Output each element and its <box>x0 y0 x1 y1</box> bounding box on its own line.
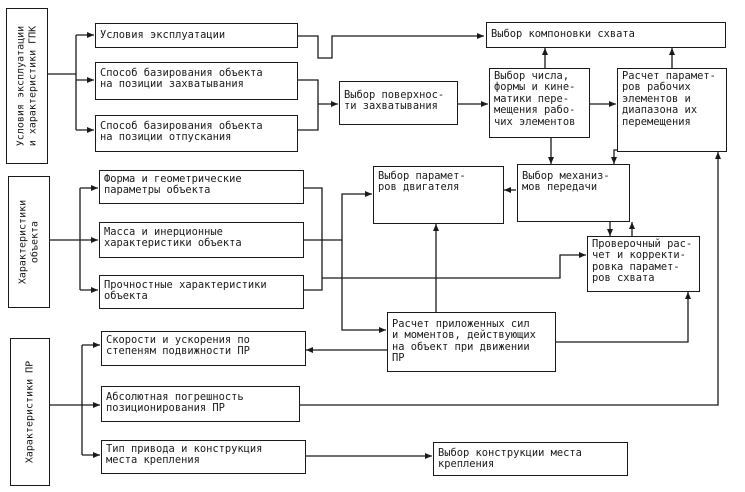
arrow-to-gripper-layout <box>298 33 484 59</box>
arrow-to-motor <box>322 191 372 241</box>
sidebar-robot: Характеристики ПР <box>10 338 50 486</box>
merge-object <box>304 187 323 291</box>
box-speeds: Скорости и ускорения по степеням подвижн… <box>101 331 306 366</box>
box-basing-release: Способ базирования объекта на позиции от… <box>95 115 298 152</box>
box-elements-choice: Выбор числа, формы и кине- матики пере- … <box>489 68 590 138</box>
arrow-strength-to-verification <box>322 252 586 279</box>
box-basing-grip: Способ базирования объекта на позиции за… <box>95 62 298 100</box>
box-grip-surface: Выбор поверхнос- ти захватывания <box>339 81 458 125</box>
arrow-to-forces <box>341 240 386 333</box>
box-shape-params: Форма и геометрические параметры объекта <box>99 170 304 204</box>
sidebar-operating-label: Условия эксплуатации и характеристики ГП… <box>15 25 39 147</box>
box-accuracy: Абсолютная погрешность позиционирования … <box>101 386 300 422</box>
sidebar-object-label: Характеристики объекта <box>17 199 41 285</box>
box-mount-choice: Выбор конструкции места крепления <box>433 442 628 476</box>
sidebar-object: Характеристики объекта <box>8 176 50 308</box>
merge-basing <box>298 79 319 131</box>
box-elements-calc: Расчет парамет- ров рабочих элементов и … <box>617 68 727 152</box>
box-mass-inertia: Масса и инерционные характеристики объек… <box>99 222 304 258</box>
box-forces: Расчет приложенных сил и моментов, дейст… <box>387 312 556 372</box>
box-drive-type: Тип привода и конструкция места креплени… <box>101 440 306 474</box>
sidebar-robot-label: Характеристики ПР <box>24 360 36 464</box>
sidebar-operating: Условия эксплуатации и характеристики ГП… <box>6 8 48 164</box>
arrow-accuracy-to-calc <box>300 152 721 406</box>
box-verification: Проверочный рас- чет и корректи- ровка п… <box>587 236 700 292</box>
box-operating-conditions: Условия эксплуатации <box>95 23 298 48</box>
box-transmission: Выбор механиз- мов передачи <box>517 164 630 222</box>
arrow-forces-to-verification <box>556 292 691 343</box>
box-gripper-layout: Выбор компоновки схвата <box>486 22 726 48</box>
box-motor-params: Выбор парамет- ров двигателя <box>373 166 504 224</box>
box-strength: Прочностные характеристики объекта <box>99 275 304 309</box>
